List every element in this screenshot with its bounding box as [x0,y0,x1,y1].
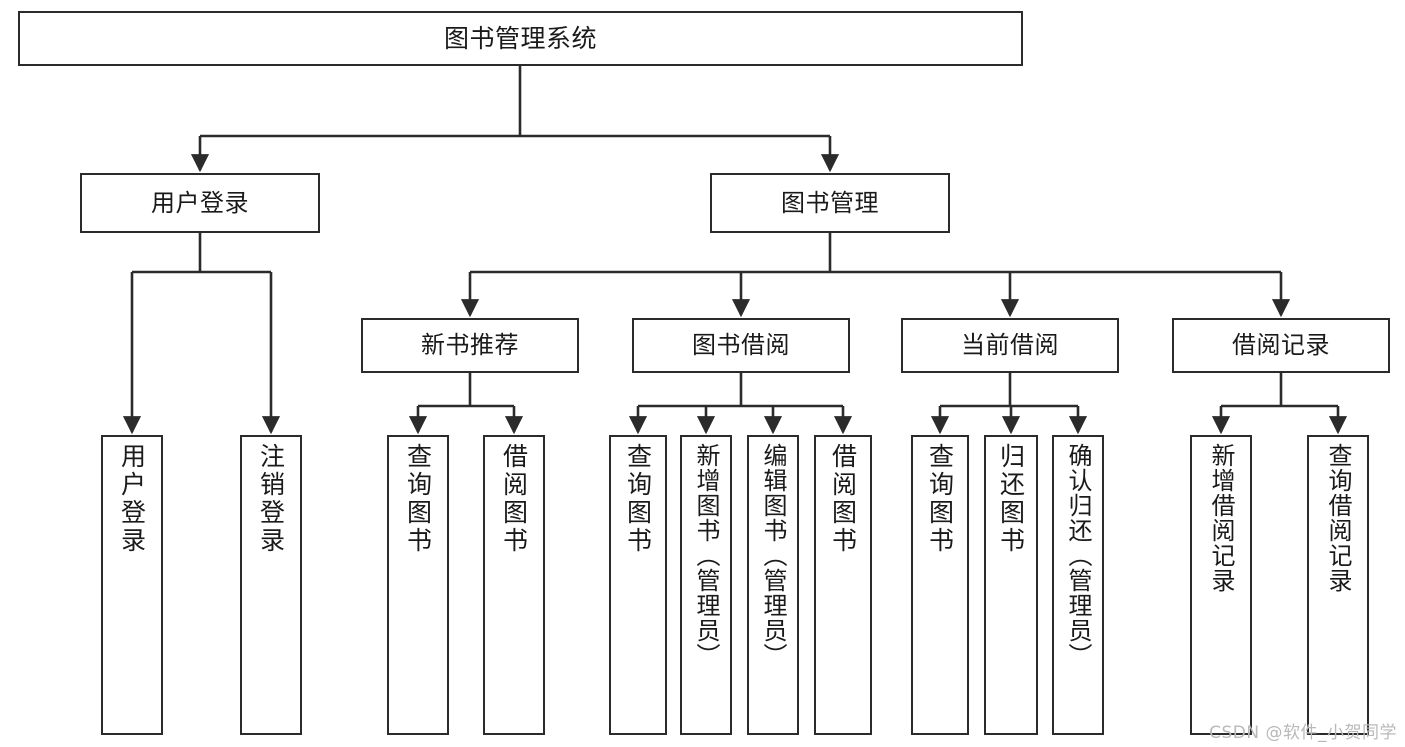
node-book-manage-label: 图书管理 [781,188,879,217]
node-leaf-borrow-book-2[interactable]: 借阅图书 [814,435,872,735]
node-leaf-borrow-book-1-label: 借阅图书 [499,443,529,555]
node-leaf-borrow-book-2-label: 借阅图书 [828,443,858,555]
node-leaf-confirm-return-label: 确认归还（管理员） [1064,443,1092,668]
watermark: CSDN @软件_小贺同学 [1209,723,1397,743]
node-leaf-edit-book[interactable]: 编辑图书（管理员） [747,435,799,735]
node-leaf-add-book[interactable]: 新增图书（管理员） [680,435,732,735]
node-leaf-user-login-label: 用户登录 [117,443,147,555]
node-leaf-user-logout[interactable]: 注销登录 [240,435,302,735]
node-user-login[interactable]: 用户登录 [80,173,320,233]
node-leaf-add-record[interactable]: 新增借阅记录 [1190,435,1252,735]
node-leaf-return-book[interactable]: 归还图书 [984,435,1038,735]
node-leaf-query-record-label: 查询借阅记录 [1324,443,1352,593]
node-current-borrow[interactable]: 当前借阅 [901,318,1119,373]
node-new-book-recommend-label: 新书推荐 [421,331,519,360]
node-leaf-query-record[interactable]: 查询借阅记录 [1307,435,1369,735]
node-leaf-confirm-return[interactable]: 确认归还（管理员） [1052,435,1104,735]
node-leaf-query-book-2-label: 查询图书 [623,443,653,555]
node-book-manage[interactable]: 图书管理 [710,173,950,233]
node-leaf-query-book-1[interactable]: 查询图书 [387,435,449,735]
node-borrow-record-label: 借阅记录 [1232,331,1330,360]
node-current-borrow-label: 当前借阅 [961,331,1059,360]
node-root[interactable]: 图书管理系统 [18,11,1023,66]
node-user-login-label: 用户登录 [151,188,249,217]
node-book-borrow-label: 图书借阅 [692,331,790,360]
node-leaf-add-book-label: 新增图书（管理员） [692,443,720,668]
node-leaf-query-book-3-label: 查询图书 [925,443,955,555]
node-leaf-user-logout-label: 注销登录 [256,443,286,555]
node-new-book-recommend[interactable]: 新书推荐 [361,318,579,373]
node-leaf-query-book-2[interactable]: 查询图书 [609,435,667,735]
node-leaf-add-record-label: 新增借阅记录 [1207,443,1235,593]
node-leaf-user-login[interactable]: 用户登录 [101,435,163,735]
node-borrow-record[interactable]: 借阅记录 [1172,318,1390,373]
node-book-borrow[interactable]: 图书借阅 [632,318,850,373]
node-leaf-query-book-1-label: 查询图书 [403,443,433,555]
node-leaf-edit-book-label: 编辑图书（管理员） [759,443,787,668]
node-leaf-borrow-book-1[interactable]: 借阅图书 [483,435,545,735]
node-leaf-return-book-label: 归还图书 [996,443,1026,555]
node-root-label: 图书管理系统 [443,23,597,53]
node-leaf-query-book-3[interactable]: 查询图书 [911,435,969,735]
